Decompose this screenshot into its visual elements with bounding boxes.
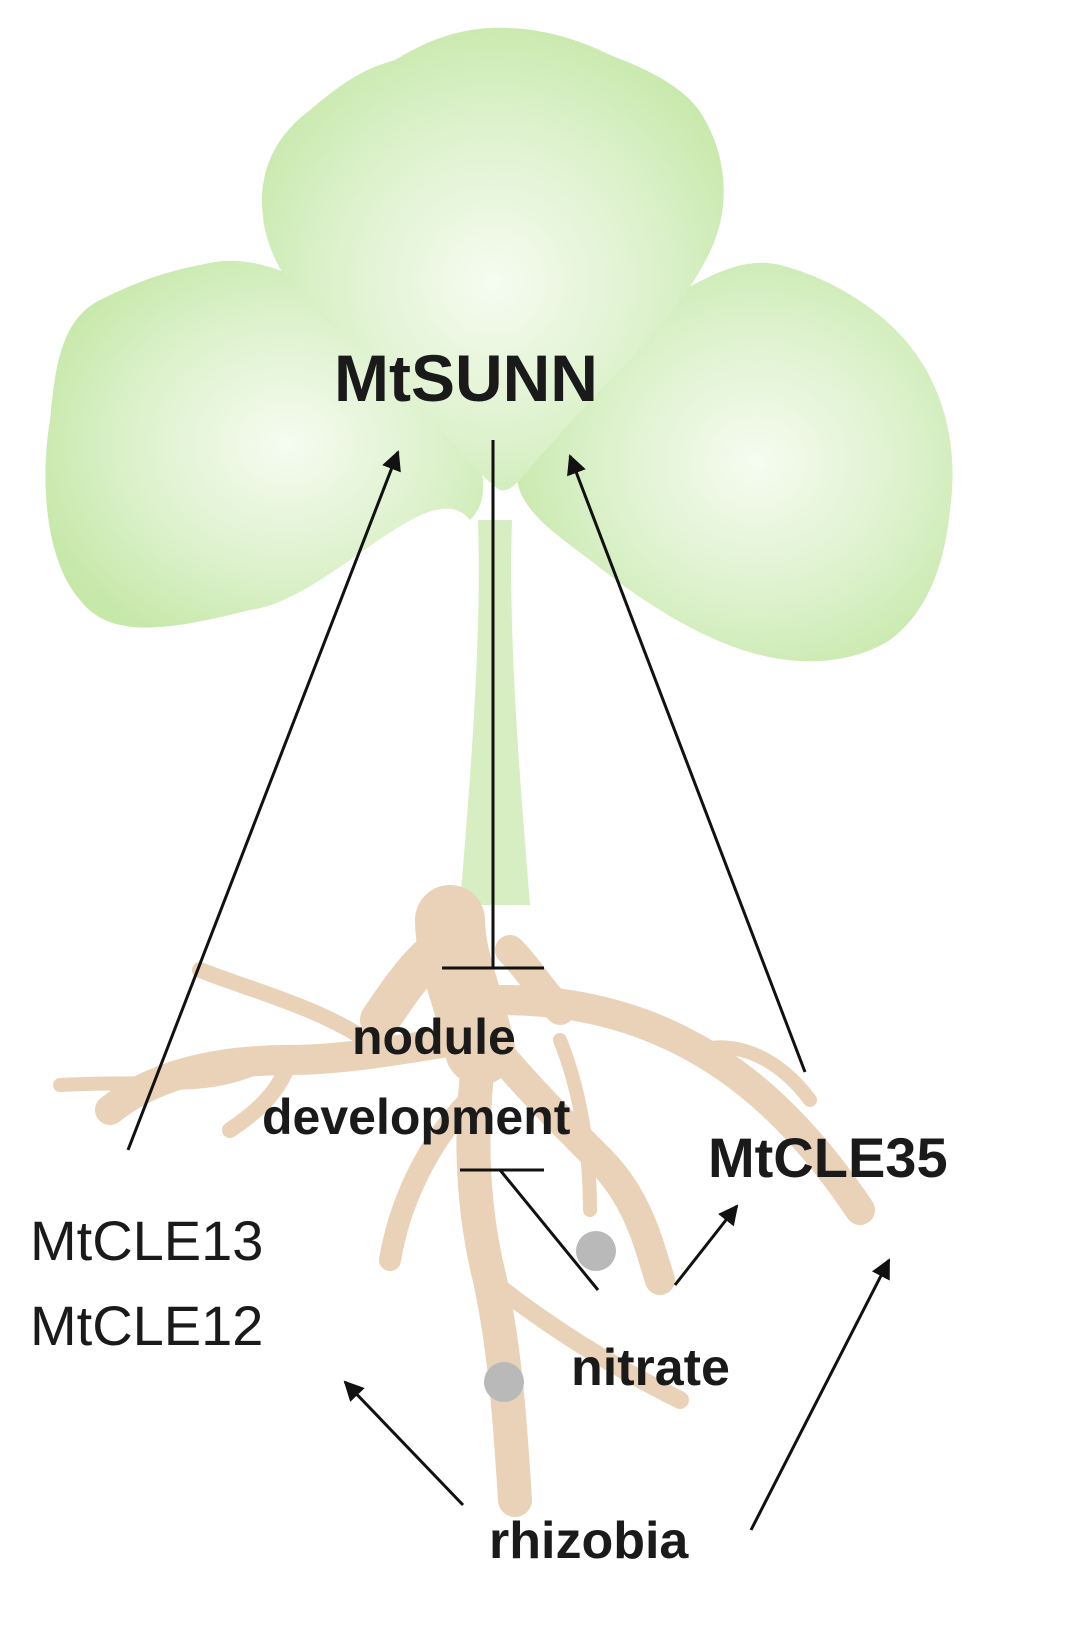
- clover-leaves: [45, 27, 953, 905]
- arrow-cle13-to-sunn: [126, 450, 401, 1151]
- arrow-rhizobia-to-cle12: [343, 1380, 465, 1507]
- nitrate-label: nitrate: [571, 1339, 730, 1397]
- inhibit-nitrate-to-nodule: [498, 1169, 600, 1291]
- arrow-cle35-to-sunn: [567, 454, 807, 1073]
- development-label: development: [262, 1089, 571, 1145]
- mtcle35-label: MtCLE35: [708, 1126, 948, 1189]
- mtsunn-label: MtSUNN: [334, 341, 598, 415]
- nodule-label: nodule: [352, 1009, 516, 1065]
- rhizobia-label: rhizobia: [489, 1512, 689, 1570]
- root-system: [53, 885, 875, 1517]
- regulation-arrows: [126, 440, 891, 1531]
- nodule-1: [576, 1231, 616, 1271]
- top-leaf: [262, 27, 724, 491]
- arrow-rhizobia-to-cle35: [749, 1258, 891, 1531]
- stem: [460, 520, 530, 905]
- mtcle13-label: MtCLE13: [30, 1209, 264, 1272]
- nodule-2: [484, 1362, 524, 1402]
- arrow-nitrate-to-cle35: [673, 1204, 739, 1286]
- mtcle12-label: MtCLE12: [30, 1294, 264, 1357]
